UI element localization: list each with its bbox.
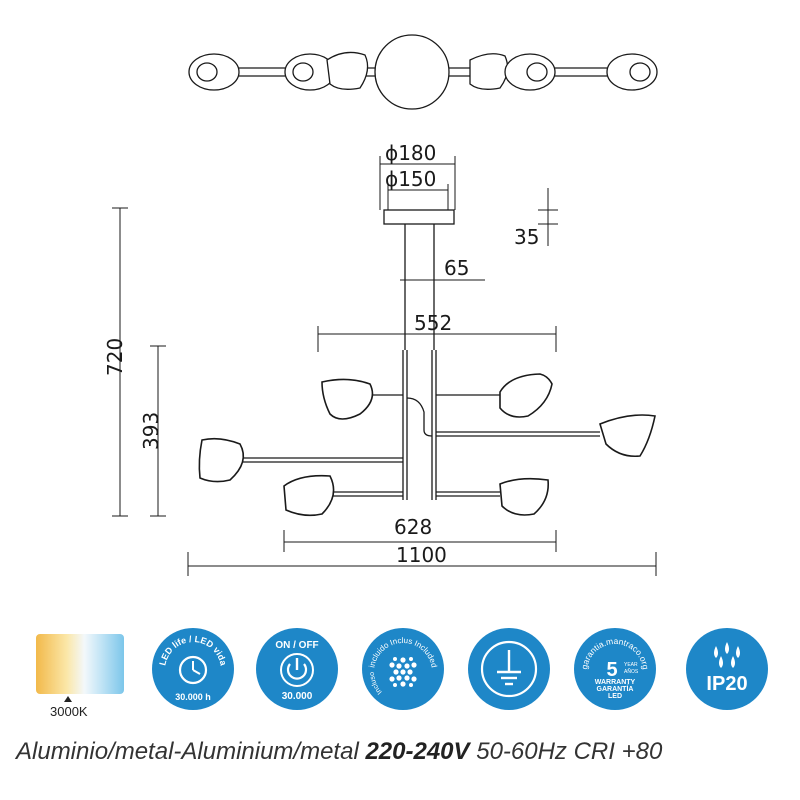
ip-rating-badge: IP20 xyxy=(686,628,768,710)
warranty-line1: WARRANTY xyxy=(595,679,636,686)
on-off-badge: ON / OFF 30.000 xyxy=(256,628,338,710)
warranty-year-small-2: AÑOS xyxy=(624,668,639,675)
front-view xyxy=(198,209,656,517)
dimension-lines xyxy=(112,156,657,576)
earth-badge xyxy=(468,628,550,710)
spec-line: Aluminio/metal-Aluminium/metal 220-240V … xyxy=(16,738,796,766)
dim-552: 552 xyxy=(414,311,452,335)
top-view xyxy=(188,34,658,110)
dim-35: 35 xyxy=(514,225,539,249)
spec-rest: 50-60Hz CRI +80 xyxy=(476,738,663,765)
led-dots-icon xyxy=(389,657,417,687)
earth-ground-icon xyxy=(480,640,538,698)
included-text: incluido Inclus Included xyxy=(367,636,438,668)
on-off-top-text: ON / OFF xyxy=(275,640,318,651)
warranty-year-small: YEAR xyxy=(624,662,638,668)
dim-150: ϕ150 xyxy=(385,167,436,191)
water-drops-icon xyxy=(714,642,740,668)
led-life-bottom-text: 30.000 h xyxy=(175,692,211,702)
warranty-line2: GARANTÍA xyxy=(597,684,634,693)
ip-label: IP20 xyxy=(706,673,747,695)
dim-1100: 1100 xyxy=(396,543,447,567)
spec-material: Aluminio/metal-Aluminium/metal xyxy=(16,738,359,765)
dim-628: 628 xyxy=(394,515,432,539)
led-life-badge: LED life / LED vida 30.000 h xyxy=(152,628,234,710)
warranty-badge: garantia.mantraco.org 5 YEAR AÑOS WARRAN… xyxy=(574,628,656,710)
svg-text:incluido Inclus Included: incluido Inclus Included xyxy=(367,636,438,668)
dim-720: 720 xyxy=(103,338,127,376)
color-temperature-label: 3000K xyxy=(50,704,88,719)
on-off-bottom-text: 30.000 xyxy=(282,691,313,702)
dim-180: ϕ180 xyxy=(385,141,436,165)
warranty-line3: LED xyxy=(608,693,622,700)
caret-up-icon xyxy=(64,696,72,702)
technical-drawing: ϕ180 ϕ150 35 65 552 720 393 628 1100 xyxy=(103,34,658,576)
led-included-badge: incluido Inclus Included Incluso xyxy=(362,628,444,710)
clock-icon xyxy=(178,655,208,685)
color-temperature-gradient xyxy=(36,634,124,694)
included-text-2: Incluso xyxy=(369,672,384,696)
spec-voltage: 220-240V xyxy=(365,738,470,765)
feature-icons: 3000K LED life / LED vida 30.000 h ON / … xyxy=(0,628,800,728)
svg-text:Incluso: Incluso xyxy=(369,672,384,696)
dim-393: 393 xyxy=(139,412,163,450)
power-icon xyxy=(280,653,314,687)
dim-65: 65 xyxy=(444,256,469,280)
warranty-years: 5 xyxy=(606,659,617,681)
